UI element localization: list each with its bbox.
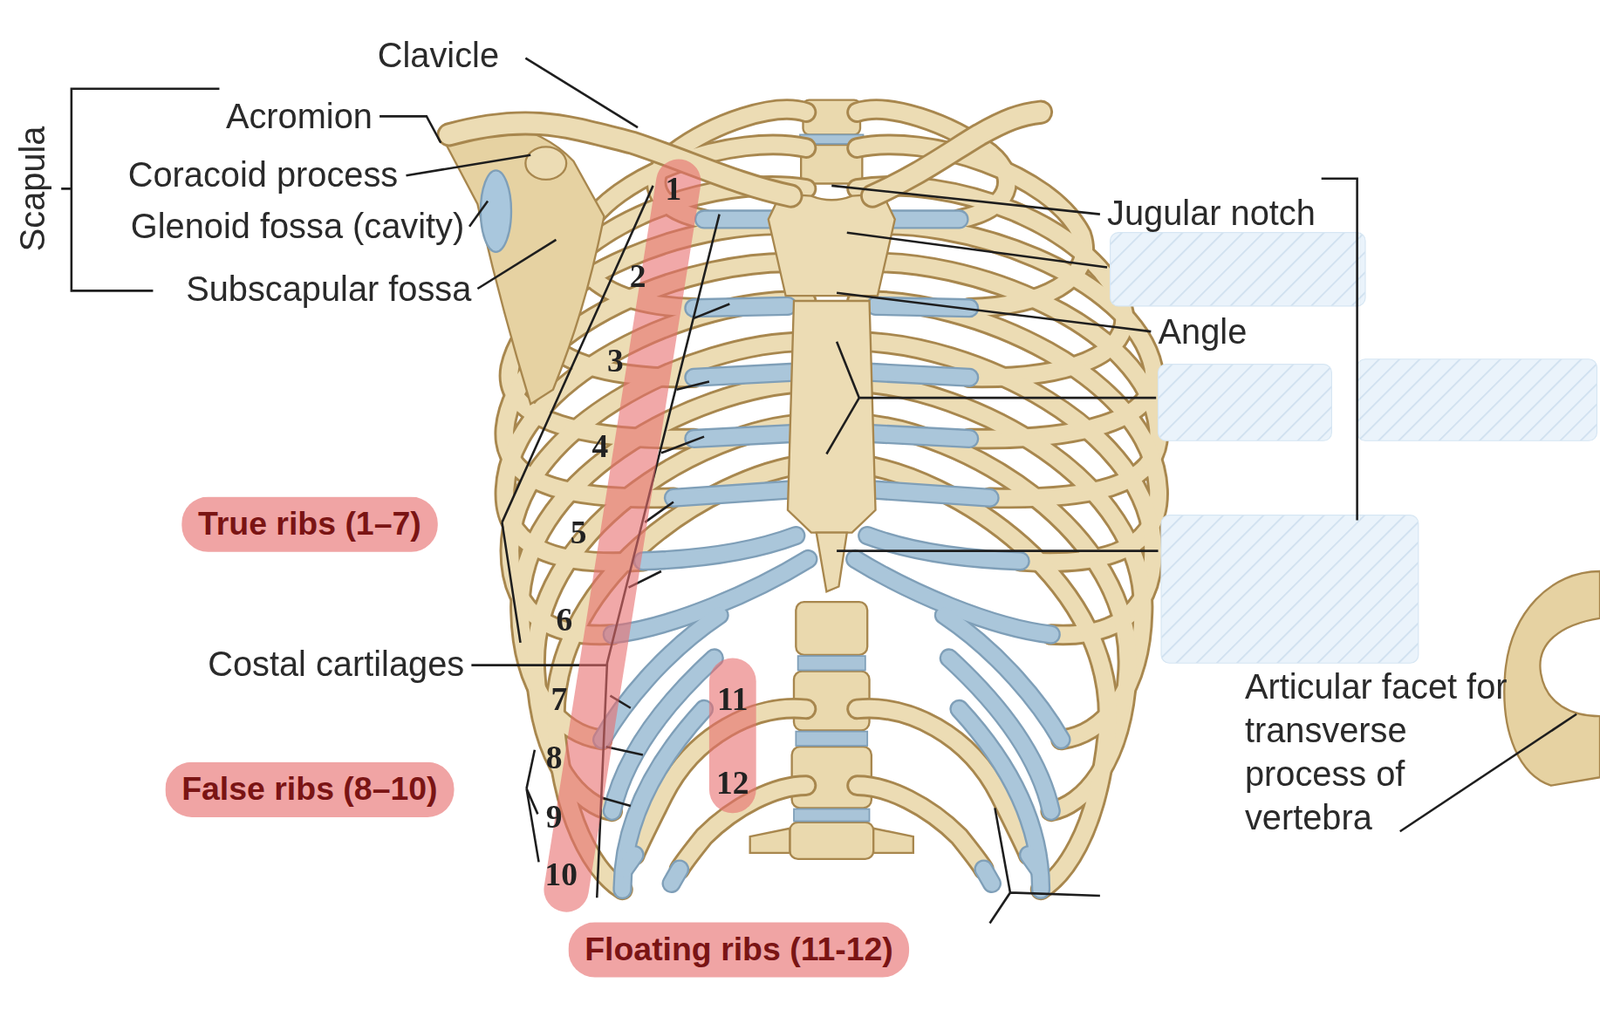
callout-number: 11 — [717, 682, 748, 715]
category-pill: False ribs (8–10) — [164, 762, 454, 818]
callout-number: 10 — [545, 858, 578, 891]
category-text: False ribs (8–10) — [181, 770, 438, 807]
part-label: Angle — [1158, 310, 1248, 355]
part-label: Coracoid process — [128, 152, 398, 197]
category-text: True ribs (1–7) — [198, 505, 422, 542]
part-label: Clavicle — [377, 34, 500, 78]
callout-number: 3 — [607, 343, 624, 377]
callout-number: 2 — [629, 259, 647, 292]
part-label: Jugular notch — [1107, 191, 1316, 236]
callout-number: 9 — [546, 800, 563, 833]
callout-number: 6 — [555, 602, 573, 636]
callout-number: 12 — [716, 765, 749, 799]
category-text: Floating ribs (11-12) — [584, 930, 894, 968]
callout-number: 7 — [551, 682, 568, 715]
part-label: Subscapular fossa — [185, 266, 472, 311]
part-label: Articular facet for transverse process o… — [1244, 665, 1526, 840]
callout-number: 4 — [591, 429, 609, 462]
callout-number: 5 — [570, 516, 588, 549]
part-label: Acromion — [225, 95, 373, 139]
category-pill: Floating ribs (11-12) — [567, 922, 910, 978]
callout-number: 8 — [546, 740, 563, 773]
part-label: Costal cartilages — [207, 642, 465, 687]
part-label: Glenoid fossa (cavity) — [130, 204, 465, 248]
callout-number: 1 — [665, 172, 683, 206]
highlight-band: 1 2 3 4 5 6 7 8 9 10 — [540, 152, 720, 918]
highlight-band: 11 12 — [709, 657, 757, 814]
category-pill: True ribs (1–7) — [181, 497, 438, 553]
part-label: Scapula — [11, 126, 55, 253]
